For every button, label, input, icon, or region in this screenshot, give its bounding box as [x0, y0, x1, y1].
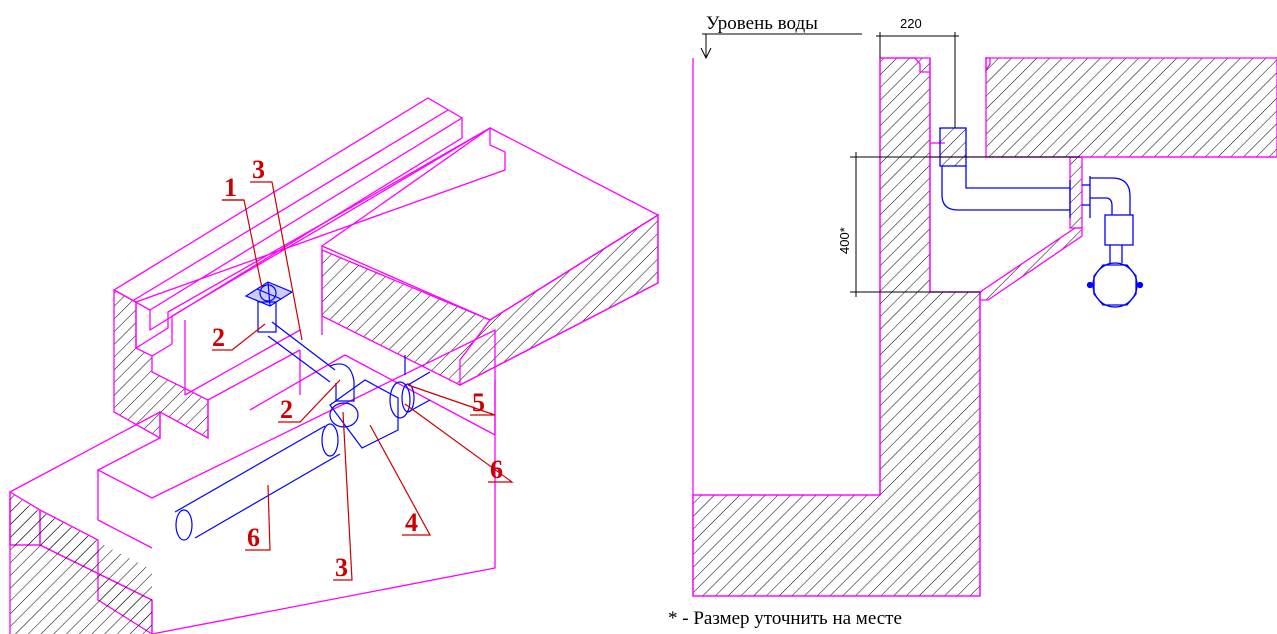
main-pipe-section-icon	[1086, 262, 1144, 308]
iso-pipework	[174, 281, 431, 541]
dimension-220-label: 220	[900, 16, 922, 31]
callout-1: 1	[224, 173, 237, 202]
callout-5: 5	[472, 388, 485, 417]
dimension-400-label: 400*	[837, 227, 852, 254]
section-pipework	[939, 127, 1144, 308]
drain-grate-icon	[244, 281, 294, 307]
water-level-label: Уровень воды	[706, 13, 818, 34]
callout-6-right: 6	[490, 455, 503, 484]
section-view: Уровень воды	[668, 13, 1277, 629]
right-block-section	[321, 213, 659, 386]
footnote: * - Размер уточнить на месте	[668, 608, 902, 629]
callout-3-upper: 3	[252, 155, 265, 184]
back-wall-section	[113, 288, 209, 440]
right-slab-section	[985, 57, 1277, 158]
callout-3-lower: 3	[335, 553, 348, 582]
dimension-400	[850, 152, 1080, 297]
callout-2-upper: 2	[212, 323, 225, 352]
base-slab	[9, 328, 496, 634]
inclined-support-section	[979, 227, 1083, 301]
callout-2-lower: 2	[280, 395, 293, 424]
callout-6-left: 6	[247, 523, 260, 552]
tank-floor-section	[692, 57, 981, 597]
water-level-arrow-icon	[700, 47, 712, 60]
dimension-220	[876, 32, 959, 128]
isometric-view	[9, 97, 660, 634]
callout-leaders	[212, 181, 514, 581]
callout-labels: 1 3 2 2 5 6 6 4 3	[212, 155, 503, 582]
callout-4: 4	[405, 508, 418, 537]
